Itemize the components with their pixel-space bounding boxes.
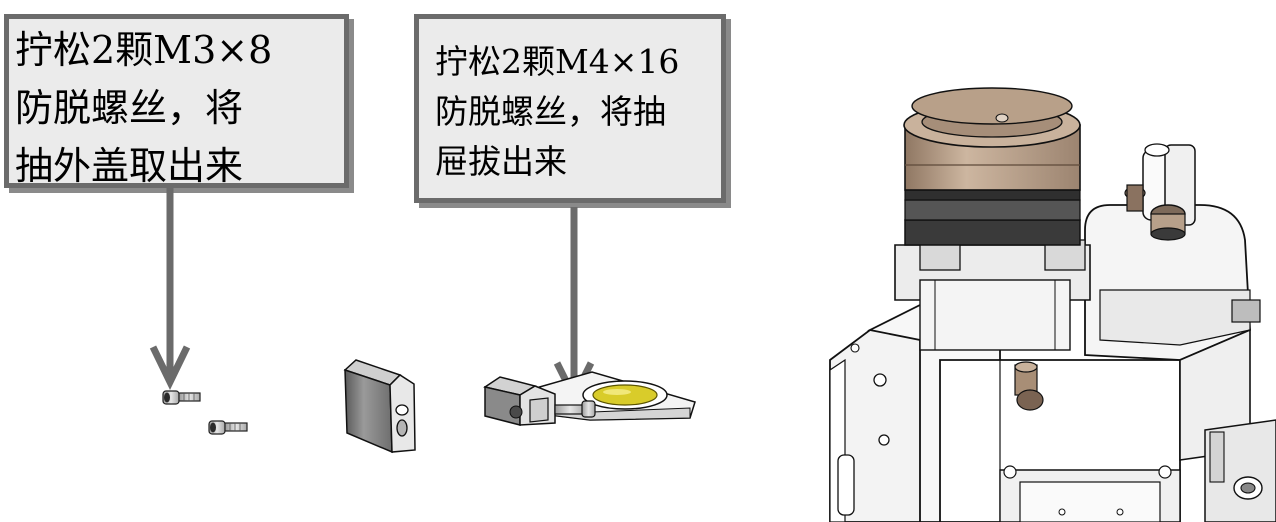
callout-remove-cover: 拧松2颗M3×8 防脱螺丝，将 抽外盖取出来 [4,14,349,188]
drawer-part-icon [483,371,696,426]
callout-1-line-1: 拧松2颗M3×8 [15,28,273,72]
callout-1-line-3: 抽外盖取出来 [15,144,244,188]
arrow-to-drawer-screw [553,207,595,405]
callout-remove-drawer: 拧松2颗M4×16 防脱螺丝，将抽 屉拔出来 [414,14,726,203]
screw-m3-icon [162,390,201,405]
callout-2-line-1: 拧松2颗M4×16 [435,42,680,81]
callout-2-line-2: 防脱螺丝，将抽 [435,92,666,131]
arrow-to-screws [149,188,191,391]
laser-head-assembly-icon [829,87,1276,522]
callout-1-line-2: 防脱螺丝，将 [15,86,244,130]
cover-part-icon [343,359,416,454]
screw-m3-icon [208,420,248,435]
callout-2-line-3: 屉拔出来 [435,142,567,181]
